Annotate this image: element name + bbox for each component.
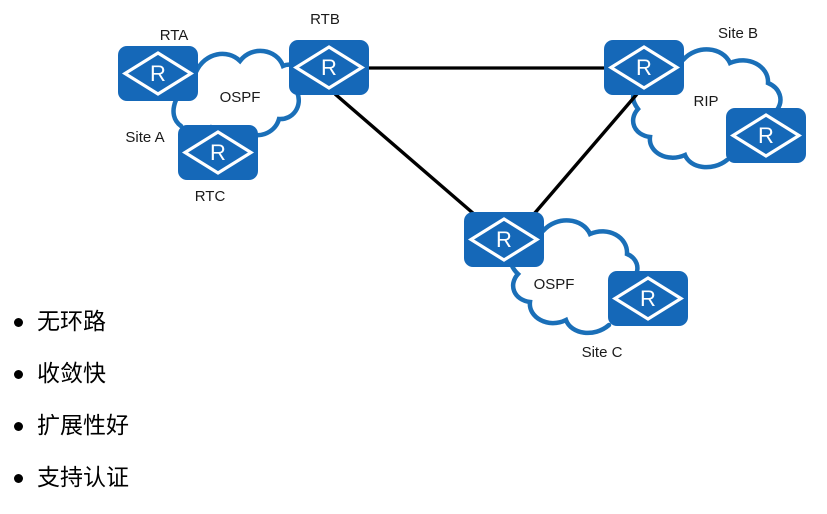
label-rtc: RTC [195,188,226,205]
router-glyph: R [496,227,512,252]
router-glyph: R [210,140,226,165]
router-glyph: R [758,123,774,148]
bullet-dot-icon [14,317,23,327]
router-rtb[interactable]: R [287,38,371,97]
router-glyph: R [636,55,652,80]
label-rip: RIP [693,93,718,110]
label-site-c: Site C [582,344,623,361]
list-item: 支持认证 [14,452,129,504]
bullet-dot-icon [14,473,23,483]
router-sitec-inner[interactable]: R [606,269,690,328]
bullet-text: 无环路 [37,308,106,335]
bullet-text: 收敛快 [37,360,106,387]
router-siteb-inner[interactable]: R [724,106,808,165]
router-siteb-edge[interactable]: R [602,38,686,97]
link-rtb-sitec [333,92,476,216]
router-glyph: R [640,286,656,311]
router-rtc[interactable]: R [176,123,260,182]
bullet-dot-icon [14,421,23,431]
feature-bullet-list: 无环路 收敛快 扩展性好 支持认证 [14,296,129,504]
bullet-text: 扩展性好 [37,412,129,439]
label-ospf-left: OSPF [220,89,261,106]
list-item: 收敛快 [14,348,129,400]
bullet-dot-icon [14,369,23,379]
router-sitec-edge[interactable]: R [462,210,546,269]
cloud-site-b [630,47,783,170]
label-site-a: Site A [125,129,164,146]
bullet-text: 支持认证 [37,464,129,491]
label-ospf-bottom: OSPF [534,276,575,293]
router-glyph: R [150,61,166,86]
list-item: 扩展性好 [14,400,129,452]
list-item: 无环路 [14,296,129,348]
link-siteb-sitec [532,92,639,216]
label-rta: RTA [160,27,189,44]
label-site-b: Site B [718,25,758,42]
label-rtb: RTB [310,11,340,28]
backbone-links [333,66,639,216]
router-rta[interactable]: R [116,44,200,103]
router-glyph: R [321,55,337,80]
